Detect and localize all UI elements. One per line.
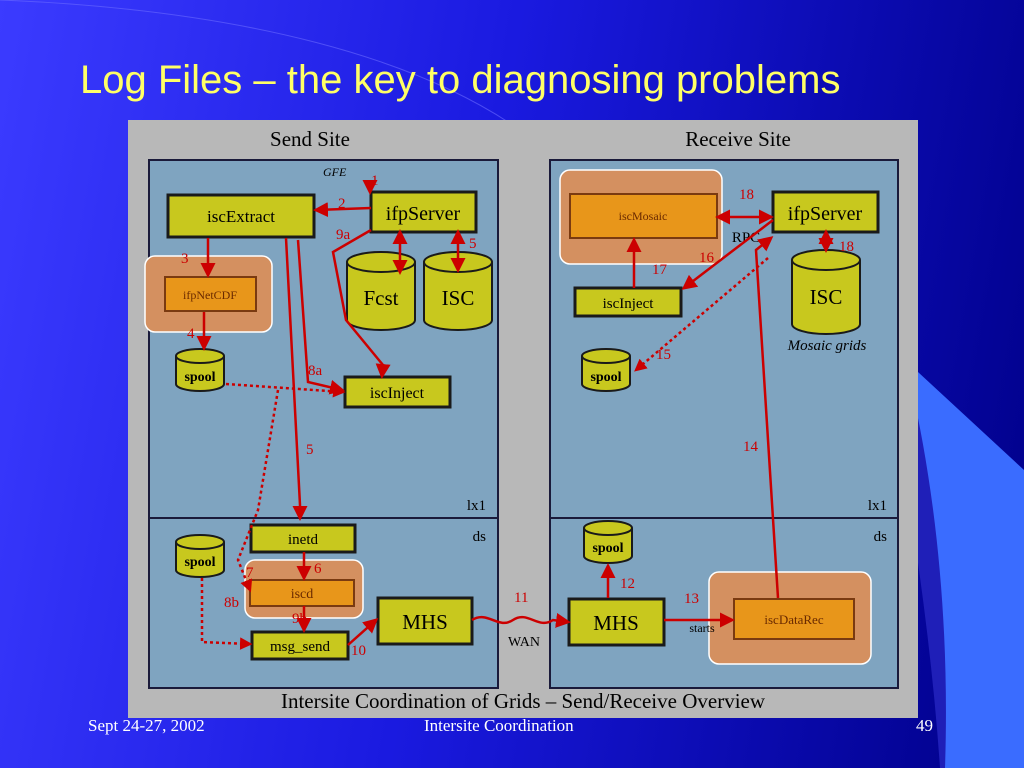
arrow-2 (313, 202, 372, 218)
send-spool-bottom-label: spool (184, 555, 215, 570)
step-18-rpc: 18 (739, 187, 754, 203)
gfe-label: GFE (323, 165, 347, 179)
arrow-16 (681, 219, 774, 290)
step-5-isc: 5 (469, 236, 477, 252)
iscd-label: iscd (291, 587, 314, 602)
receive-spool-bottom: spool (583, 520, 633, 564)
wan-label: WAN (508, 635, 540, 650)
receive-isc-label: ISC (810, 285, 843, 309)
arrow-8a (296, 239, 345, 395)
step-2: 2 (338, 196, 346, 212)
footer-date: Sept 24-27, 2002 (88, 716, 205, 735)
msg-send-label: msg_send (270, 639, 331, 655)
send-iscinject-label: iscInject (370, 385, 425, 402)
send-spool-top: spool (175, 348, 225, 392)
step-4: 4 (187, 326, 195, 342)
iscmosaic-label: iscMosaic (619, 209, 668, 223)
receive-spool-top-label: spool (590, 370, 621, 385)
iscextract-label: iscExtract (207, 207, 275, 226)
receive-mhs-box (567, 597, 666, 647)
receive-arrows (471, 209, 834, 628)
step-15: 15 (656, 347, 671, 363)
arrow-15 (634, 257, 769, 372)
starts-label: starts (689, 621, 715, 635)
send-host-ds: ds (473, 529, 487, 545)
receive-spool-top: spool (581, 348, 631, 392)
step-18-isc: 18 (839, 239, 854, 255)
step-9a: 9a (336, 227, 351, 243)
arrow-10 (347, 618, 379, 646)
receive-isc-database: ISC (791, 249, 861, 335)
step-5: 5 (306, 442, 314, 458)
slide-number: 49 (916, 716, 933, 735)
receive-host-lx1: lx1 (868, 498, 887, 514)
step-1: 1 (371, 173, 379, 189)
iscd-box (249, 579, 355, 607)
arrow-14 (754, 236, 780, 599)
slide-title: Log Files – the key to diagnosing proble… (80, 58, 841, 102)
send-host-lx1: lx1 (467, 498, 486, 514)
iscdatarec-label: iscDataRec (764, 612, 823, 627)
fcst-database: Fcst (346, 251, 416, 331)
iscextract-box (166, 193, 316, 239)
send-isc-label: ISC (442, 286, 475, 310)
step-12: 12 (620, 576, 635, 592)
step-11: 11 (514, 590, 528, 606)
receive-iscinject-box (573, 286, 683, 318)
send-spool-bottom: spool (175, 534, 225, 578)
step-3: 3 (181, 251, 189, 267)
flow-arrows (196, 180, 466, 646)
send-ifpserver-label: ifpServer (386, 203, 461, 225)
isc-overview-diagram: Send Site Receive Site lx1 ds lx1 ds GFE… (128, 120, 918, 718)
footer-title: Intersite Coordination (424, 716, 574, 735)
msg-send-box (250, 630, 350, 661)
arrow-11-wan (471, 612, 571, 628)
receive-ifpserver-label: ifpServer (788, 203, 863, 225)
receive-host-ds: ds (874, 529, 888, 545)
step-16: 16 (699, 250, 715, 266)
swoosh-light (905, 360, 1024, 768)
step-9b: 9b (292, 611, 307, 627)
step-10: 10 (351, 643, 366, 659)
inetd-label: inetd (288, 532, 318, 548)
send-site-heading: Send Site (270, 127, 350, 151)
step-13: 13 (684, 591, 699, 607)
receive-site-heading: Receive Site (685, 127, 791, 151)
fcst-label: Fcst (363, 286, 398, 310)
step-labels: 1 2 3 4 5 5 6 7 8a 8b 9a 9b 10 11 12 13 … (181, 173, 854, 659)
mosaic-grids-label: Mosaic grids (787, 338, 867, 354)
inetd-box (249, 523, 357, 554)
iscdatarec-box (733, 598, 855, 640)
step-17: 17 (652, 262, 668, 278)
receive-spool-bottom-label: spool (592, 541, 623, 556)
step-8b: 8b (224, 595, 239, 611)
receive-iscinject-label: iscInject (603, 296, 655, 312)
arrow-8b (200, 578, 253, 650)
arrow-9a (331, 228, 391, 379)
arrow-5 (284, 237, 308, 521)
arrow-7 (236, 389, 280, 593)
send-mhs-label: MHS (402, 610, 448, 634)
send-isc-database: ISC (423, 251, 493, 331)
arc-line (0, 0, 521, 131)
step-7: 7 (246, 565, 254, 581)
receive-mhs-label: MHS (593, 611, 639, 635)
step-6: 6 (314, 561, 322, 577)
send-spool-top-label: spool (184, 370, 215, 385)
arrow-spool-inject (225, 382, 346, 398)
iscmosaic-box (569, 193, 718, 239)
step-14: 14 (743, 439, 759, 455)
ifpnetcdf-label: ifpNetCDF (183, 288, 237, 302)
diagram-caption: Intersite Coordination of Grids – Send/R… (281, 689, 766, 713)
step-8a: 8a (308, 363, 323, 379)
ifpnetcdf-box (164, 276, 257, 312)
dotted-arrows (200, 257, 769, 650)
send-ifpserver-box (369, 190, 478, 234)
